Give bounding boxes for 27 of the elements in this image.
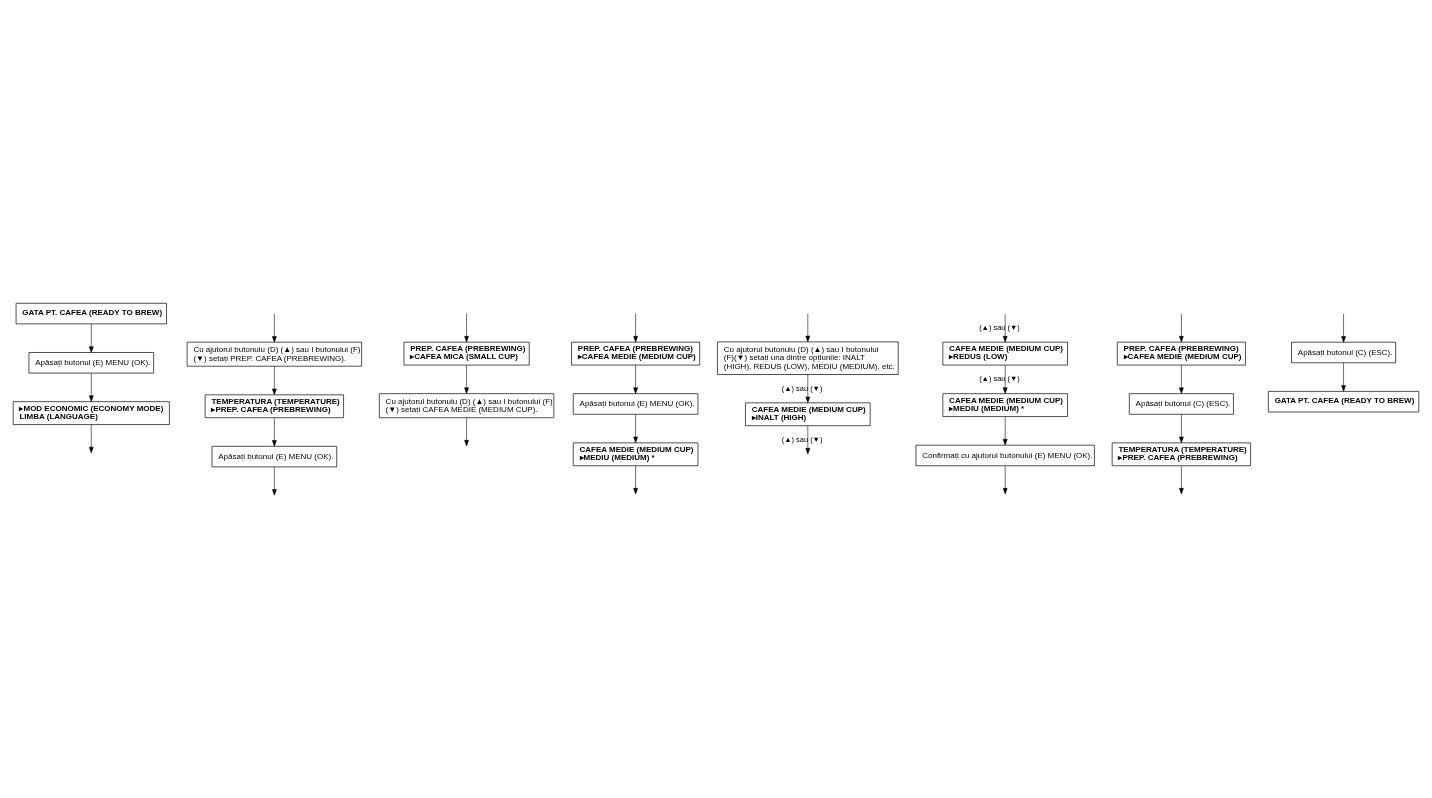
arrow bbox=[1179, 364, 1184, 394]
arrow bbox=[272, 313, 277, 342]
arrow bbox=[1002, 415, 1008, 445]
arrow bbox=[1341, 313, 1346, 342]
arrow bbox=[89, 423, 94, 453]
arrow bbox=[272, 365, 277, 395]
arrow bbox=[464, 313, 469, 342]
arrow bbox=[1341, 362, 1346, 392]
arrow bbox=[1002, 364, 1008, 394]
arrow bbox=[272, 417, 277, 446]
arrow bbox=[1002, 465, 1008, 494]
arrow bbox=[464, 417, 469, 446]
arrow bbox=[805, 373, 811, 403]
arrow bbox=[805, 424, 811, 454]
arrow bbox=[633, 465, 638, 494]
arrow bbox=[89, 323, 94, 353]
arrow bbox=[1179, 313, 1184, 342]
arrow bbox=[272, 466, 277, 495]
arrow bbox=[633, 313, 638, 342]
arrow bbox=[464, 364, 469, 394]
arrow bbox=[1179, 465, 1184, 494]
arrow bbox=[1179, 413, 1184, 443]
arrow bbox=[633, 413, 638, 443]
arrow bbox=[805, 313, 811, 342]
arrow bbox=[89, 372, 94, 402]
arrow bbox=[633, 364, 638, 394]
arrow bbox=[1002, 313, 1008, 342]
